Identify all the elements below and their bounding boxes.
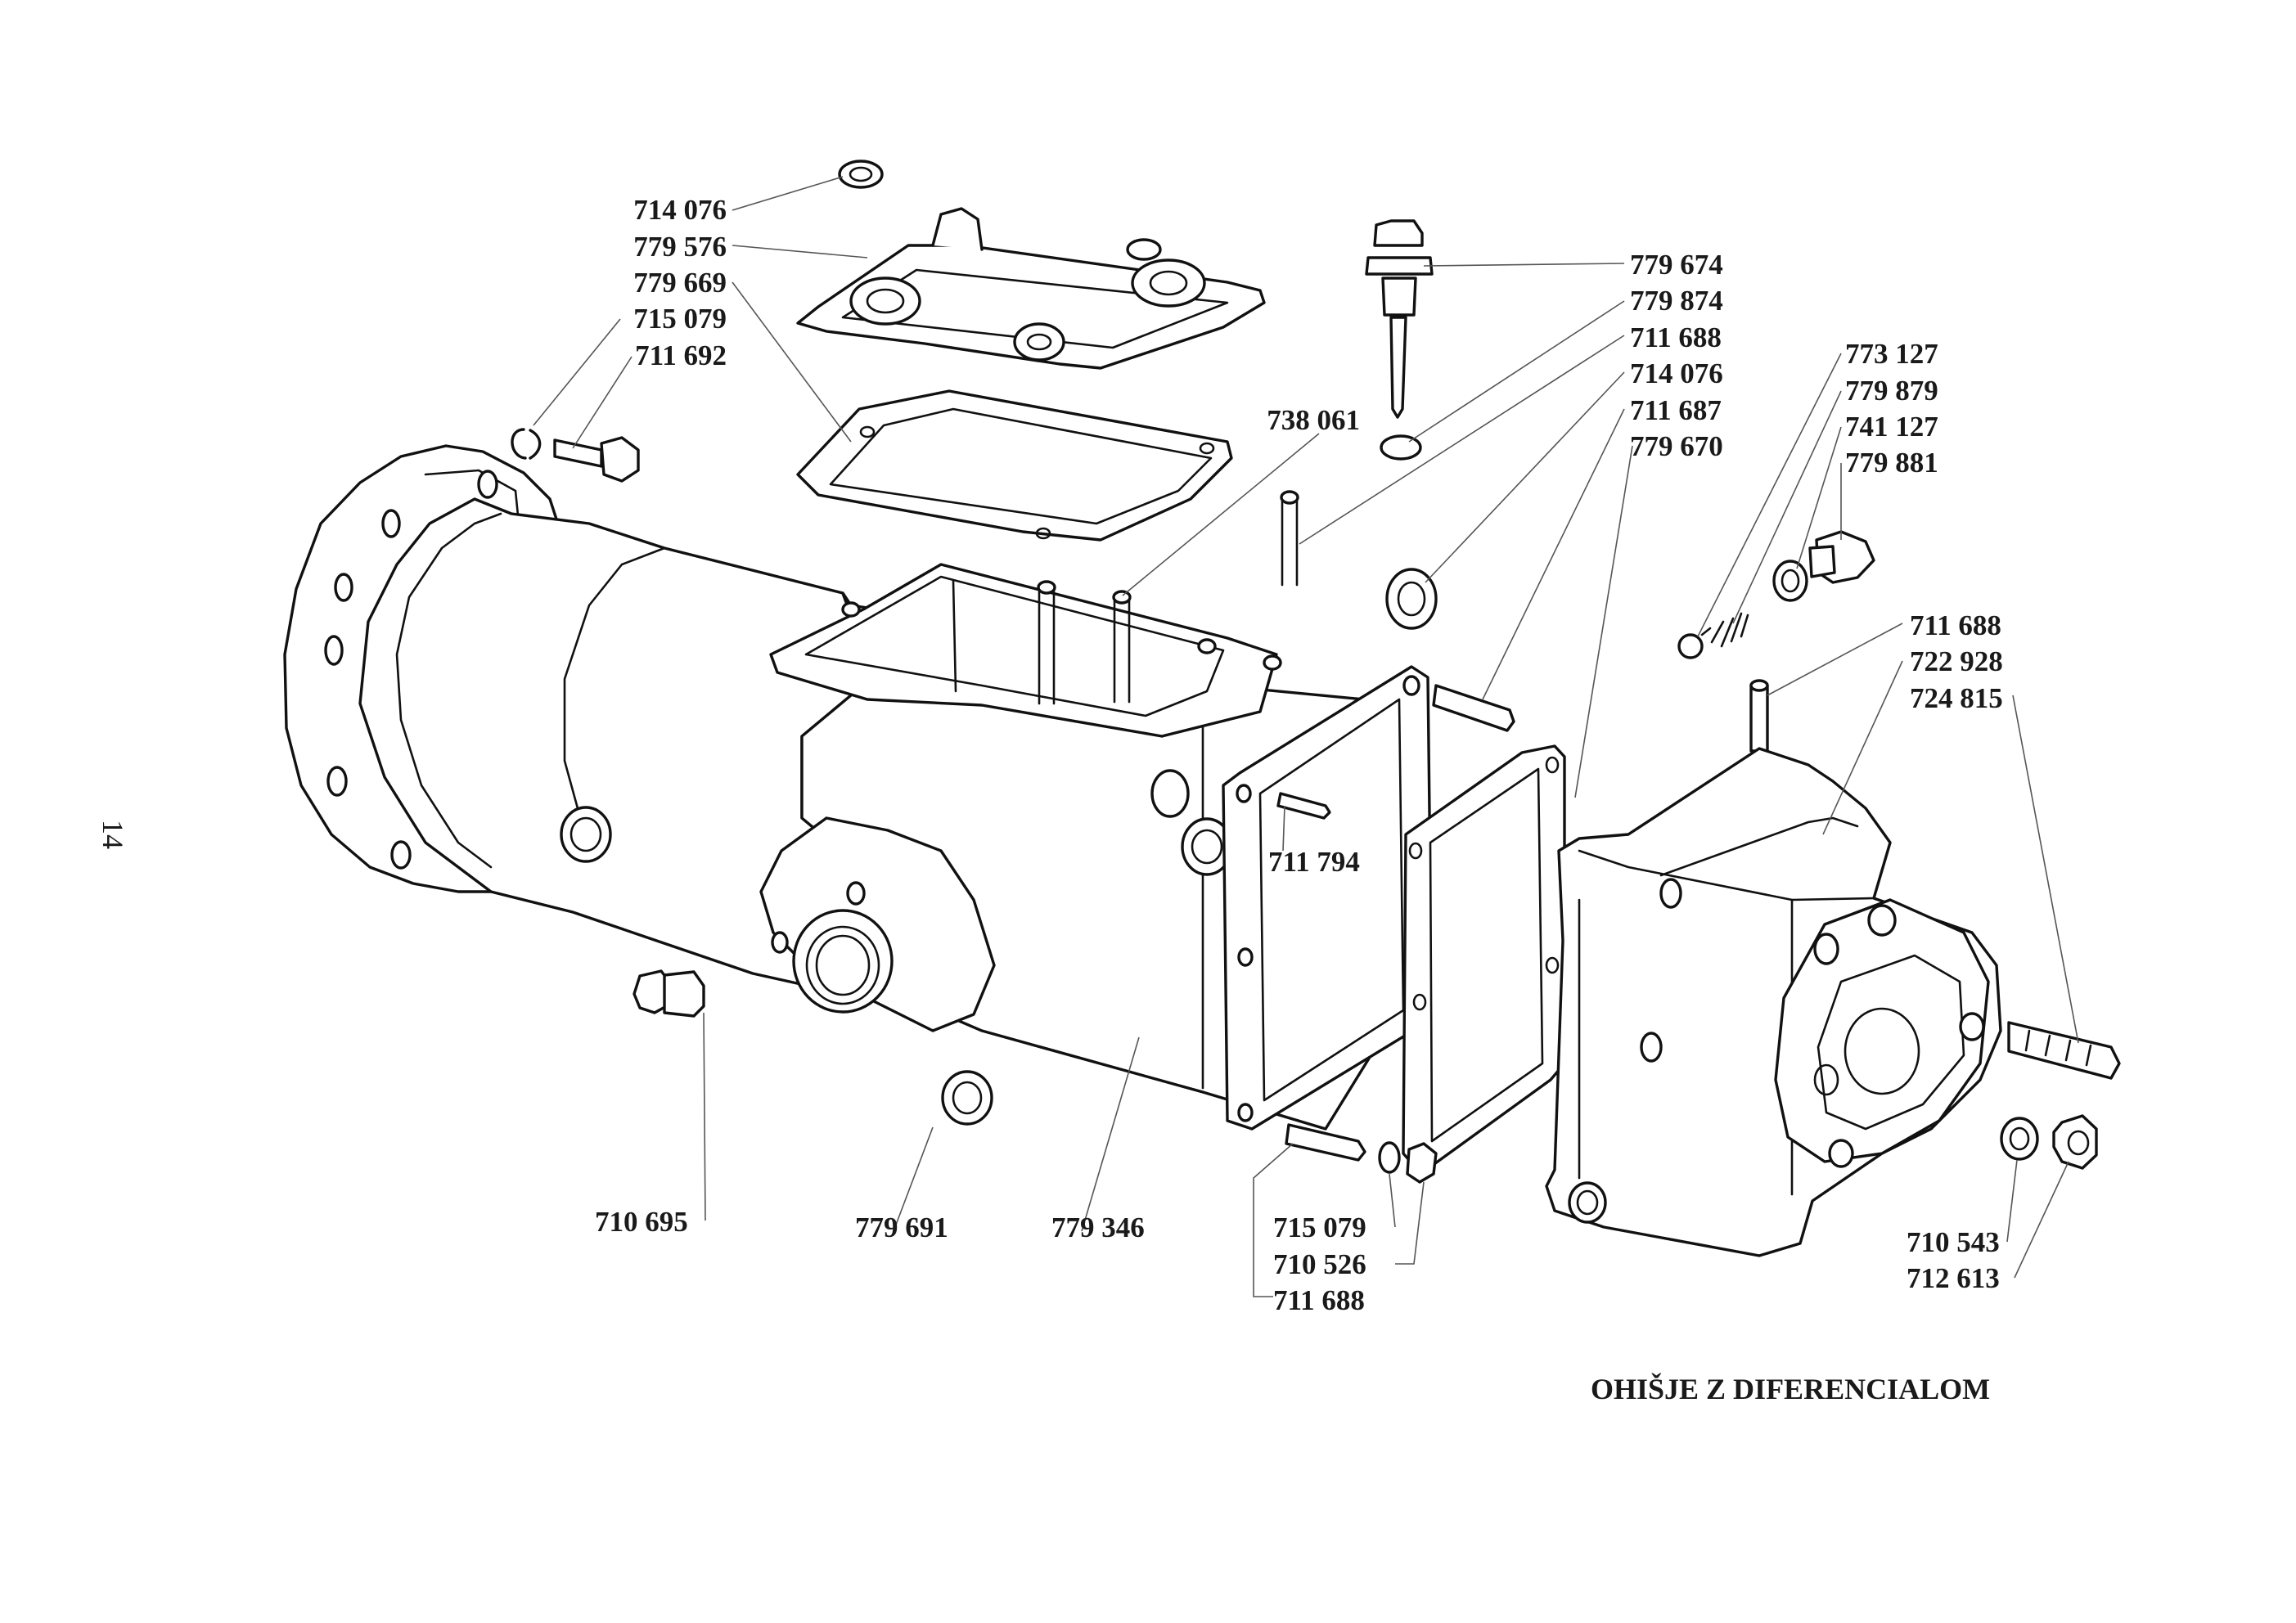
top-cover — [796, 207, 1266, 370]
washer-715079 — [1378, 1141, 1401, 1174]
part-label: 724 815 — [1910, 682, 2003, 714]
nut-710526 — [1406, 1142, 1438, 1184]
part-label: 779 674 — [1630, 249, 1723, 281]
pin-711688-bottom — [1285, 1123, 1366, 1162]
part-label: 779 670 — [1630, 430, 1723, 462]
part-label: 711 688 — [1630, 321, 1722, 353]
part-label: 714 076 — [1630, 357, 1723, 389]
stud-724815 — [2007, 1021, 2121, 1080]
seal-779691 — [941, 1070, 993, 1126]
page-number: 14 — [97, 820, 129, 849]
pin-711687 — [1432, 684, 1515, 732]
cover-gasket — [796, 389, 1233, 542]
rear-housing — [1545, 747, 2002, 1257]
part-label: 711 692 — [635, 339, 727, 371]
part-label: 710 543 — [1907, 1226, 2000, 1258]
part-label: 711 794 — [1268, 846, 1360, 878]
part-label: 715 079 — [633, 303, 727, 335]
part-label: 710 526 — [1273, 1248, 1366, 1280]
seal-779874 — [1380, 434, 1422, 461]
spring-plug-assembly — [1677, 530, 1875, 659]
parts-drawing — [283, 160, 2121, 1257]
main-housing — [283, 444, 1434, 1131]
diagram-title: OHIŠJE Z DIFERENCIALOM — [1591, 1373, 1990, 1405]
part-label: 712 613 — [1907, 1262, 2000, 1294]
part-label: 741 127 — [1845, 411, 1938, 443]
nut-712613 — [2052, 1114, 2098, 1170]
part-label: 715 079 — [1273, 1212, 1366, 1243]
part-label: 738 061 — [1267, 404, 1360, 436]
part-label: 779 874 — [1630, 285, 1723, 317]
part-label: 779 669 — [633, 267, 727, 299]
part-labels: 714 076 779 576 779 669 715 079 711 692 … — [595, 194, 2003, 1316]
part-label: 722 928 — [1910, 645, 2003, 677]
part-label: 779 576 — [633, 231, 727, 263]
part-label: 773 127 — [1845, 338, 1938, 370]
pin-711794 — [1276, 792, 1331, 820]
seal-ring-top — [838, 160, 884, 189]
circlip-left — [511, 428, 542, 460]
dipstick — [1365, 219, 1434, 419]
leader-lines — [533, 176, 2079, 1297]
part-label: 779 881 — [1845, 447, 1938, 479]
part-label: 779 691 — [855, 1212, 948, 1243]
part-label: 779 879 — [1845, 375, 1938, 407]
pin-rear-top — [1749, 684, 1769, 753]
seal-714076 — [1385, 568, 1438, 630]
part-label: 710 695 — [595, 1206, 688, 1238]
washer-710543 — [2000, 1117, 2039, 1161]
bolt-711692 — [553, 436, 640, 483]
stud-738061 — [1280, 490, 1299, 587]
drain-plug — [633, 969, 705, 1018]
part-label: 711 688 — [1273, 1284, 1365, 1316]
part-label: 711 688 — [1910, 609, 2001, 641]
part-label: 711 687 — [1630, 394, 1722, 426]
part-label: 714 076 — [633, 194, 727, 226]
part-label: 779 346 — [1051, 1212, 1145, 1243]
